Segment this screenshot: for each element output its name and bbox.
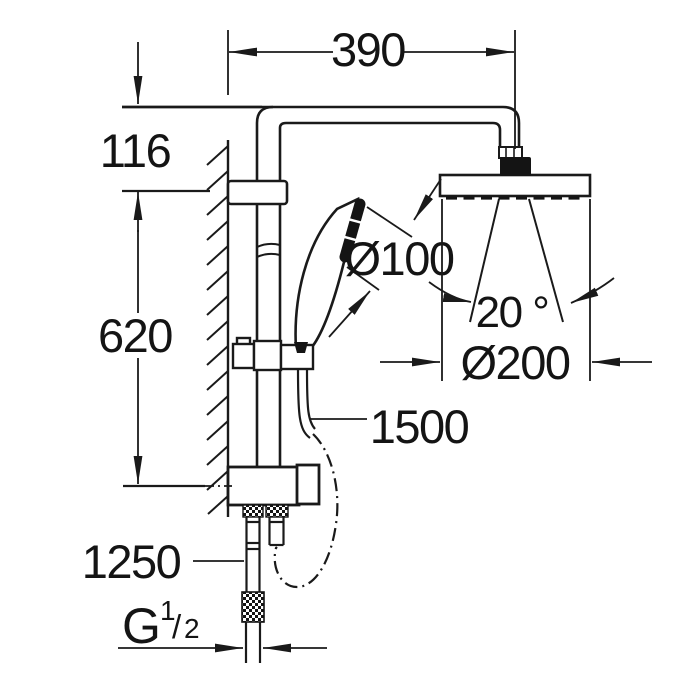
head-shower-plate [438, 173, 592, 198]
dim-angle-20 [428, 277, 615, 304]
dim-390 [227, 30, 516, 149]
label-thread-numerator: 1 [160, 595, 176, 626]
head-shower-nut [498, 146, 523, 159]
slider-holder [231, 336, 315, 372]
dim-116 [122, 42, 262, 193]
spray-cone-right-line [528, 198, 564, 323]
label-thread-letter: G [122, 598, 161, 654]
wall-bracket [226, 179, 289, 206]
hose-loop-phantom [273, 433, 339, 589]
head-shower [438, 146, 592, 323]
flex-hose-section [241, 591, 265, 623]
label-thread-slash: / [172, 608, 182, 645]
dim-dia200 [380, 199, 652, 381]
label-390: 390 [331, 23, 405, 76]
wall-hatching [206, 145, 229, 515]
dim-dia100 [328, 178, 442, 338]
label-dia100: Ø100 [345, 232, 454, 285]
hand-shower [294, 196, 366, 351]
supply-pipe-left [245, 517, 261, 592]
connection-nuts [242, 504, 289, 518]
shower-rail-and-arm [122, 105, 521, 467]
supply-hose-end [244, 622, 262, 663]
label-thread-denominator: 2 [184, 613, 200, 644]
head-shower-ball-joint [500, 157, 531, 176]
shower-hose [273, 368, 339, 589]
label-angle-20: 20 ° [476, 288, 549, 337]
label-1500: 1500 [370, 400, 469, 453]
dim-620 [123, 192, 232, 488]
hand-shower-inlet-cone [294, 342, 308, 353]
diverter-valve [226, 463, 321, 507]
spray-cone-left-line [469, 198, 500, 323]
label-116: 116 [100, 124, 171, 177]
outlet-pipe-right [268, 517, 285, 547]
label-dia200: Ø200 [461, 336, 570, 389]
hand-shower-face [339, 198, 366, 263]
label-620: 620 [98, 309, 172, 362]
label-1250: 1250 [82, 535, 181, 588]
